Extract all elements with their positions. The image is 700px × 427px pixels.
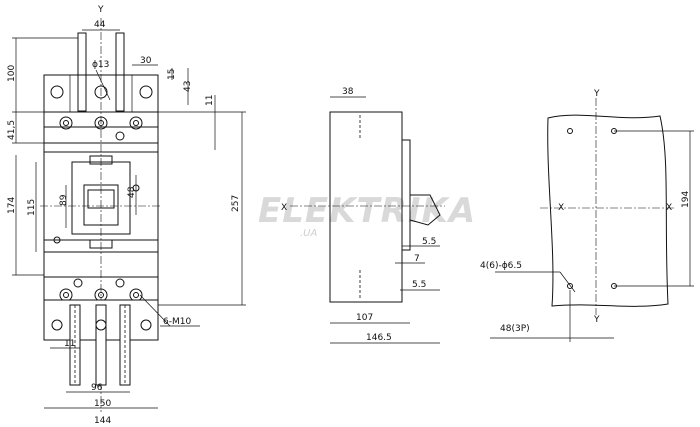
dim-115: 115	[27, 199, 37, 216]
dim-7: 7	[414, 254, 420, 264]
screw-head-center	[98, 120, 104, 126]
dim-257: 257	[231, 195, 241, 212]
dim-89: 89	[59, 194, 69, 206]
dim-150: 150	[94, 399, 111, 409]
dim-41-5: 41,5	[7, 120, 17, 140]
dim-43: 43	[183, 81, 193, 92]
top-terminal-bar-left	[77, 32, 87, 112]
dim-48: 48	[127, 186, 137, 198]
dim-11-right: 11	[205, 95, 215, 106]
terminal-hole	[95, 319, 107, 331]
dim-38: 38	[342, 87, 354, 97]
panel-axis-x-left: X	[558, 203, 564, 213]
side-axis-x-label: X	[281, 203, 287, 213]
screw-head-center	[63, 120, 69, 126]
screw-head	[59, 288, 73, 302]
screw-head-center	[63, 292, 69, 298]
breaker-body	[43, 111, 159, 278]
dim-pitch-label: 48(3P)	[500, 324, 530, 334]
screw-head-center	[98, 292, 104, 298]
dim-146-5: 146.5	[366, 333, 392, 343]
terminal-hole	[94, 85, 108, 99]
dim-5-5-bottom: 5.5	[412, 280, 426, 290]
top-terminal-bar-right	[115, 32, 125, 112]
screw-head	[129, 116, 143, 130]
dim-5-5-top: 5.5	[422, 237, 436, 247]
watermark-brand: ELEKTRIKA	[258, 191, 476, 231]
dim-15: 15	[167, 69, 177, 80]
handle-lever	[87, 189, 115, 209]
side-handle	[409, 194, 441, 226]
trip-button-bottom	[89, 239, 113, 249]
terminal-hole	[139, 85, 153, 99]
side-view: X 38 5.5 7 5.5 107 146.5	[281, 87, 445, 344]
screw-head-center	[133, 292, 139, 298]
panel-axis-x-right: X	[666, 203, 672, 213]
handle-window	[83, 184, 119, 226]
dim-194: 194	[681, 191, 691, 208]
bottom-terminal-bar	[95, 304, 107, 386]
dim-44: 44	[94, 20, 106, 30]
terminal-hole	[51, 319, 63, 331]
trip-button	[89, 155, 113, 165]
mount-hole	[53, 236, 61, 244]
mount-hole	[115, 131, 125, 141]
watermark-domain: .UA	[300, 228, 317, 239]
screw-head-center	[133, 120, 139, 126]
panel-outline	[547, 114, 669, 307]
dim-screw-label: 6-M10	[163, 317, 191, 327]
mount-hole	[115, 278, 125, 288]
handle-frame	[71, 161, 131, 235]
dim-hole-dia: ϕ13	[92, 60, 109, 70]
terminal-hole	[140, 319, 152, 331]
dim-96: 96	[91, 383, 103, 393]
terminal-hole	[50, 85, 64, 99]
mounting-hole	[567, 128, 573, 134]
dim-30: 30	[140, 56, 152, 66]
panel-axis-y-top: Y	[593, 89, 600, 99]
dim-100: 100	[7, 65, 17, 82]
leader-line	[139, 294, 171, 327]
mount-hole	[73, 278, 83, 288]
side-body	[329, 111, 403, 303]
panel-axis-y-bottom: Y	[593, 315, 600, 325]
panel-view: Y Y X X 194 4(6)-ϕ6.5 48(3P)	[480, 89, 694, 342]
mounting-hole	[567, 283, 573, 289]
watermark: ELEKTRIKA .UA	[258, 191, 476, 239]
front-view: Y	[7, 5, 246, 426]
leader-line	[559, 271, 576, 293]
screw-head	[59, 116, 73, 130]
front-axis-y-label: Y	[97, 5, 104, 15]
screw-head	[94, 116, 108, 130]
leader-line	[95, 69, 111, 101]
dim-11-bottom: 11	[64, 339, 75, 349]
dim-174: 174	[7, 197, 17, 214]
dim-107: 107	[356, 313, 373, 323]
dim-holes-label: 4(6)-ϕ6.5	[480, 261, 522, 271]
dim-144: 144	[94, 416, 111, 426]
